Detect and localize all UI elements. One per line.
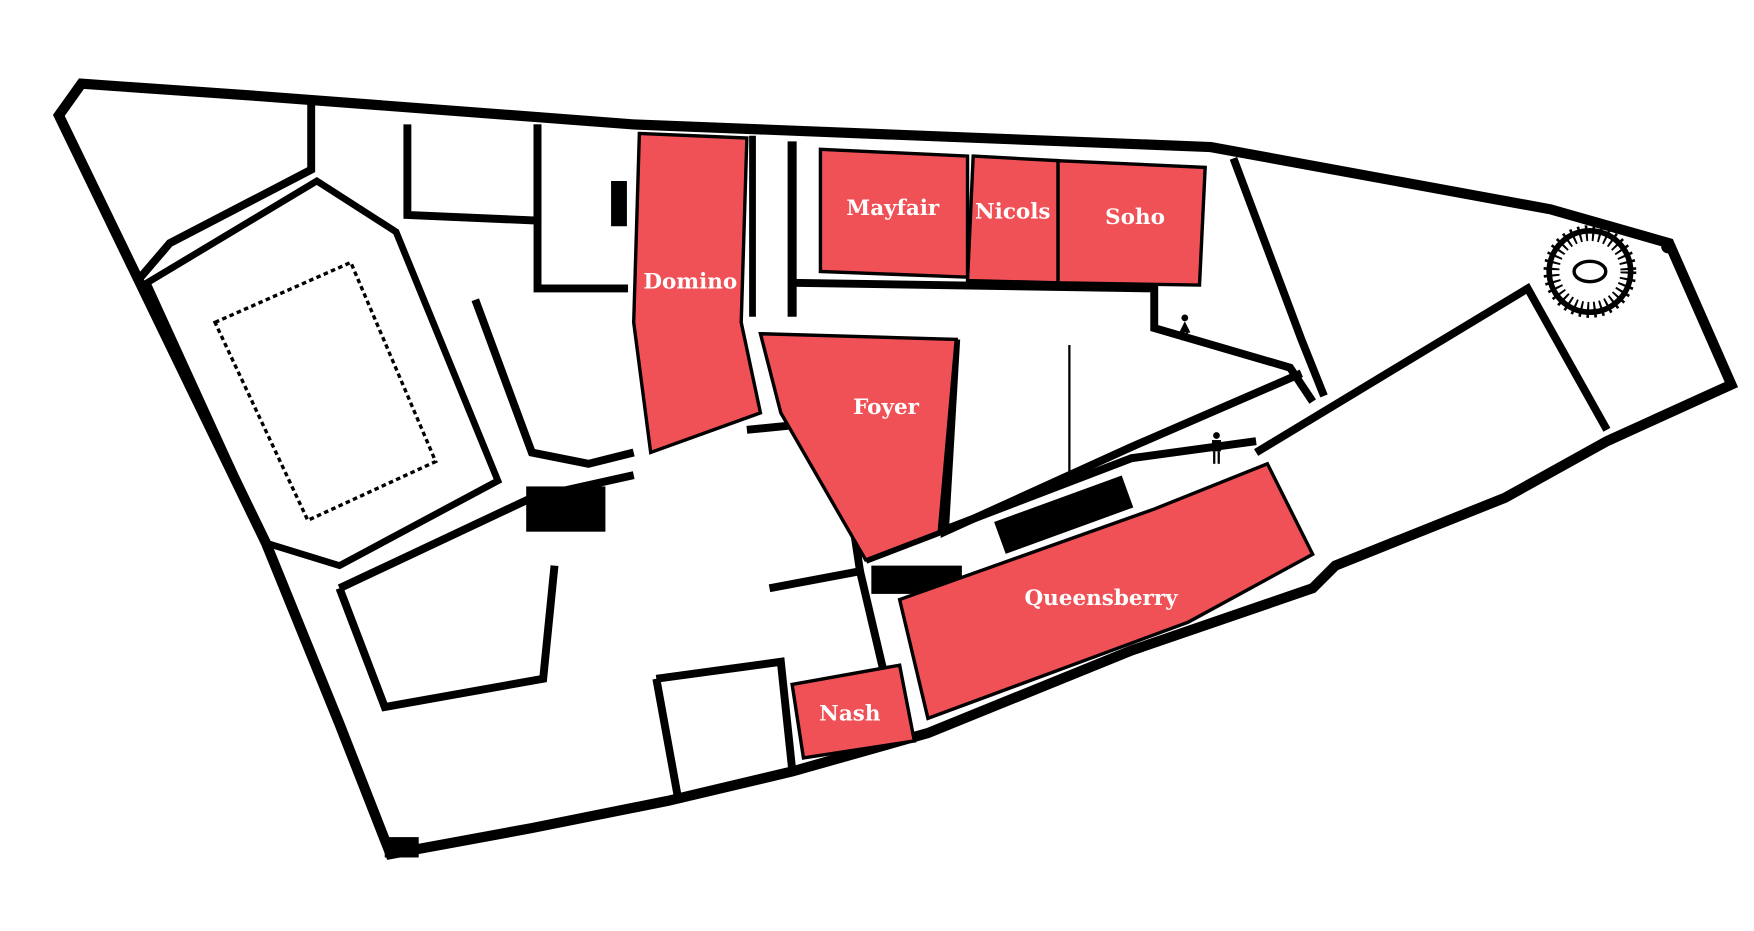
male-toilet-icon — [1211, 432, 1222, 464]
room-label: Nash — [819, 702, 881, 727]
spiral-staircase-icon — [1543, 225, 1637, 318]
room-label: Foyer — [853, 395, 920, 420]
column-marker — [1661, 239, 1675, 254]
room-mayfair[interactable]: Mayfair — [818, 147, 970, 279]
room-label: Domino — [643, 269, 737, 294]
room-nash[interactable]: Nash — [790, 663, 917, 760]
room-domino[interactable]: Domino — [632, 131, 763, 455]
room-label: Nicols — [975, 199, 1050, 224]
room-label: Soho — [1105, 205, 1165, 230]
wall-blocks — [384, 180, 1134, 858]
room-label: Mayfair — [846, 196, 940, 221]
room-foyer[interactable]: Foyer — [758, 331, 959, 563]
room-soho[interactable]: Soho — [1056, 158, 1207, 287]
room-label: Queensberry — [1024, 586, 1178, 611]
female-toilet-icon — [1179, 314, 1191, 341]
room-nicols[interactable]: Nicols — [965, 154, 1060, 285]
room-queensberry[interactable]: Queensberry — [897, 461, 1315, 721]
